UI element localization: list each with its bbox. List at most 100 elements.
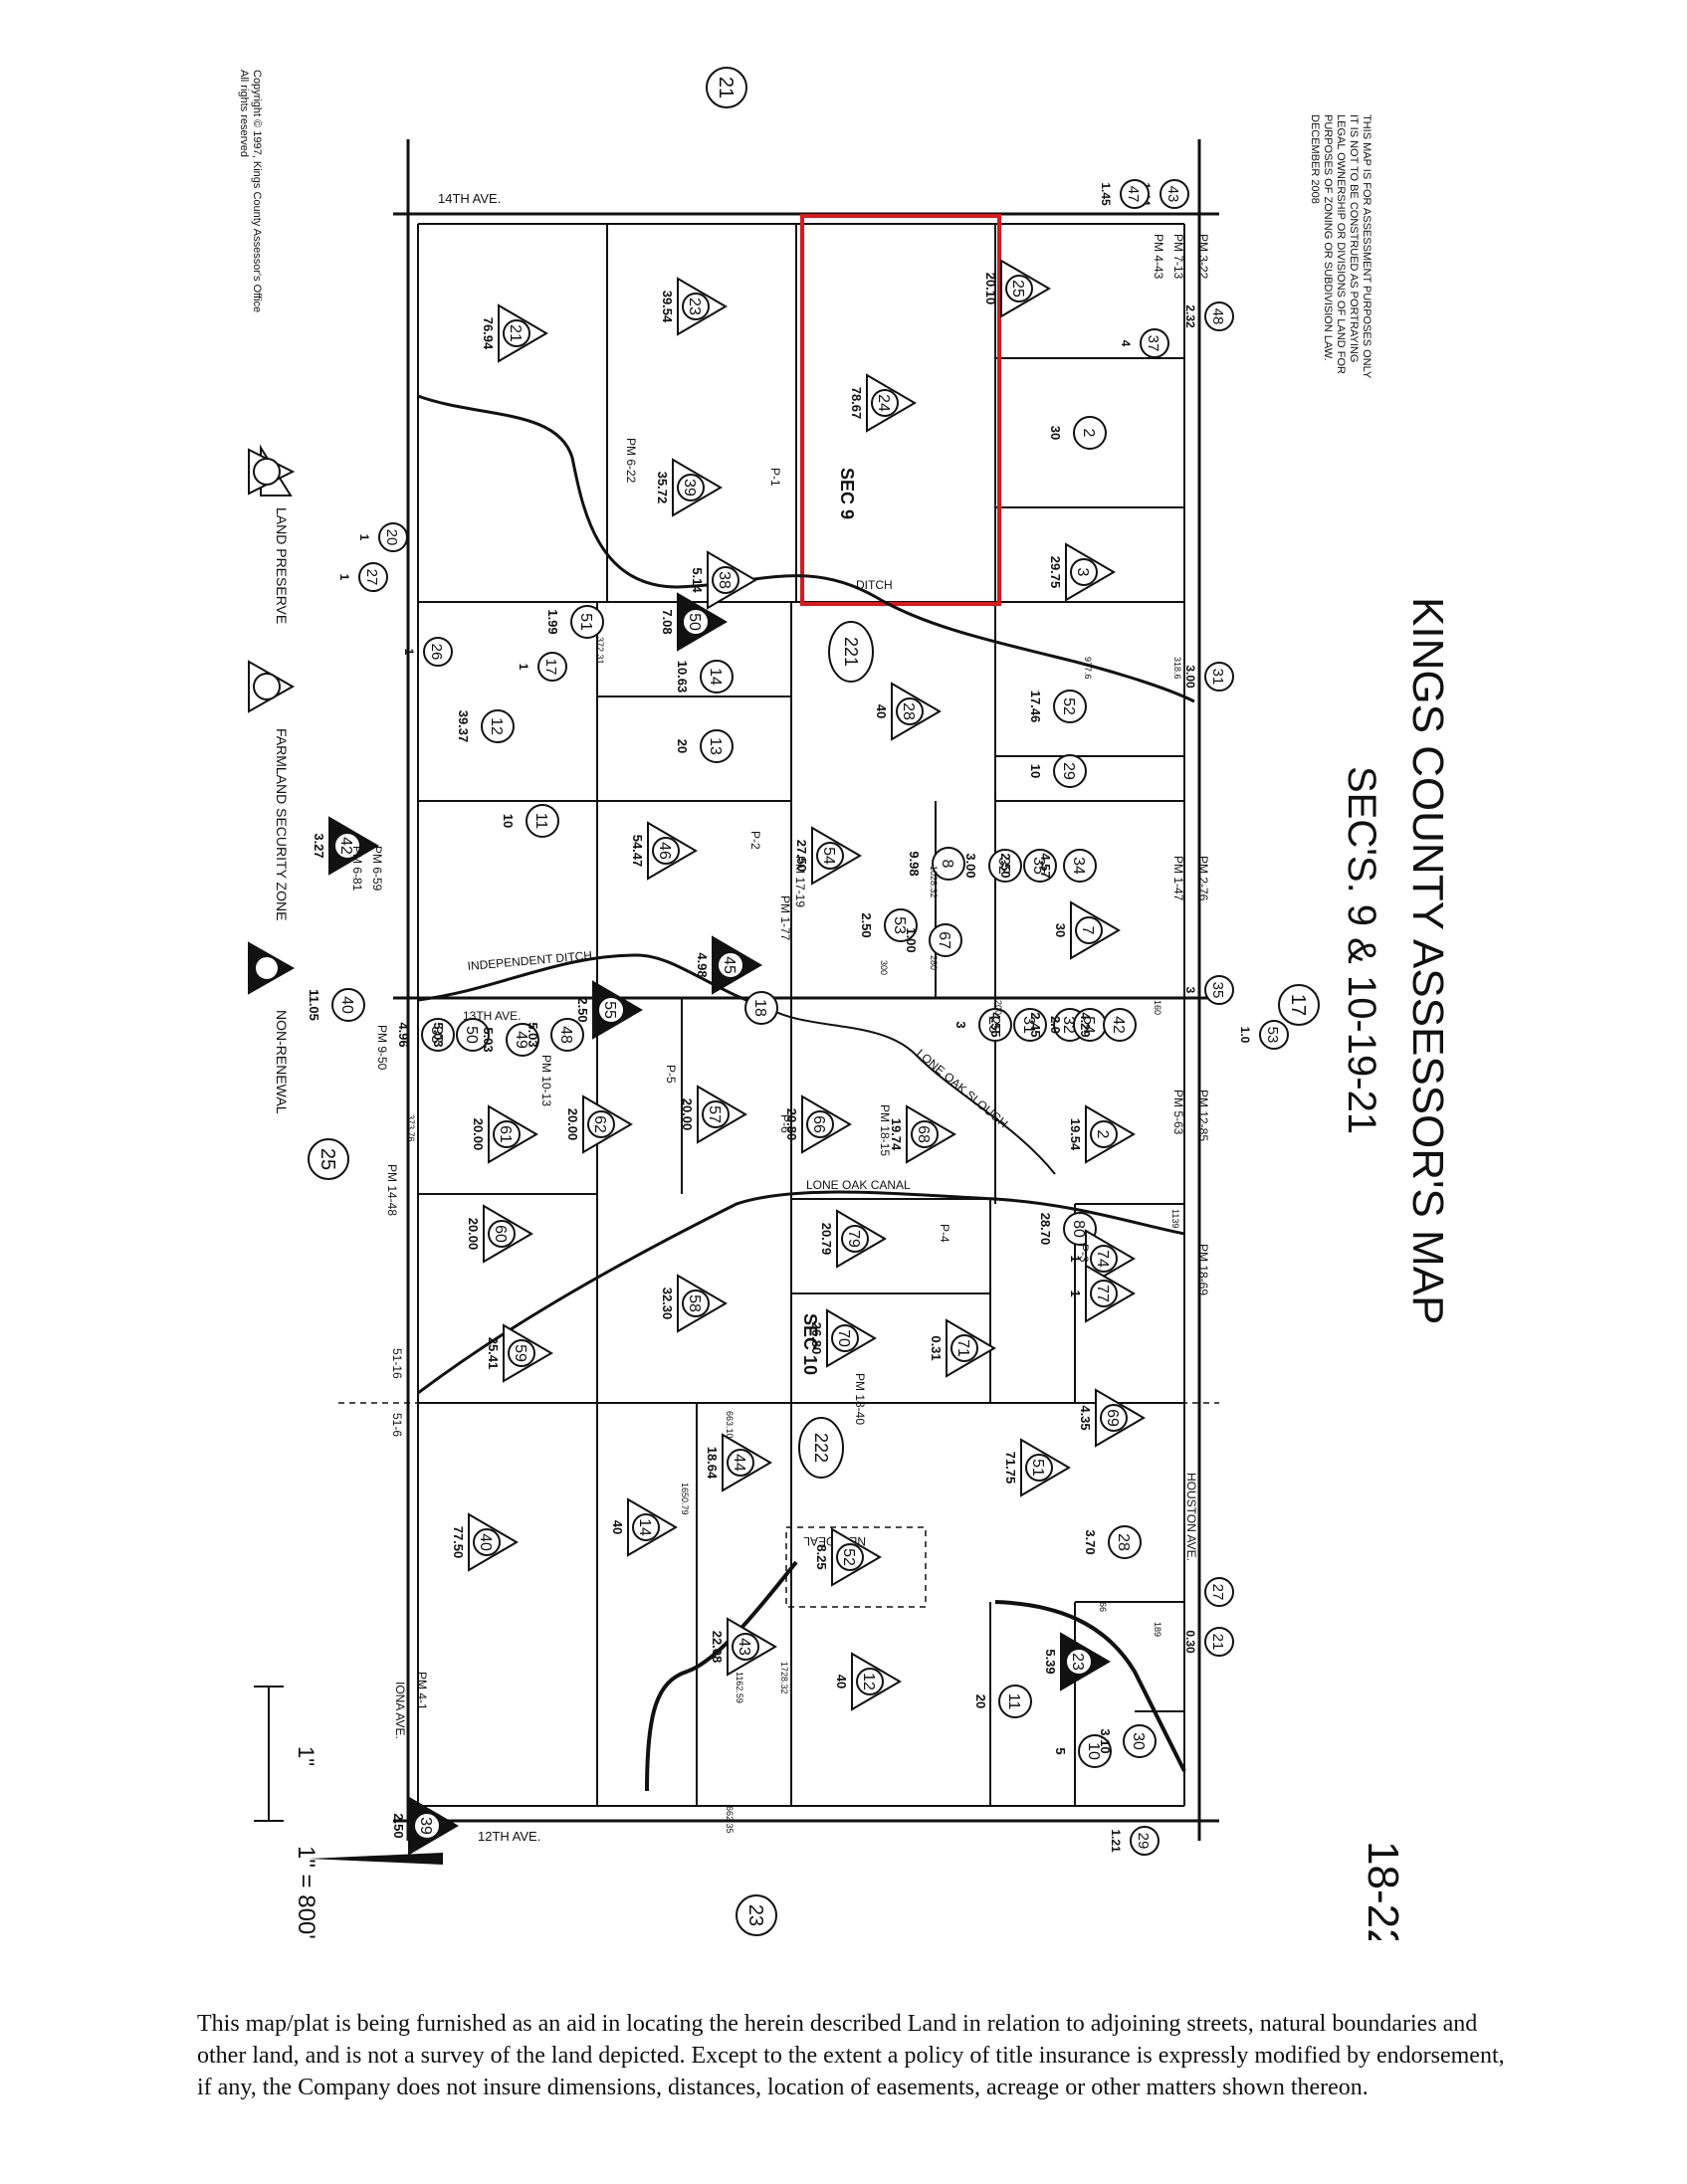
parcel-acreage: 3	[953, 1021, 968, 1028]
edge-parcel-marker: 210.30	[1183, 1627, 1234, 1657]
parcel-acreage: 8.25	[814, 1544, 829, 1569]
parcel-acreage: 71.75	[1003, 1452, 1018, 1485]
edge-parcel-marker: 261	[402, 637, 453, 667]
parcel-number: 14	[636, 1518, 653, 1536]
parcel-number: 8	[939, 860, 955, 869]
parcel-acreage: 3.10	[1098, 1728, 1113, 1753]
dimension-label: 280	[929, 955, 939, 970]
parcel-marker: 352.50	[998, 849, 1057, 883]
parcel-acreage: 10	[1028, 764, 1043, 778]
parcel-number: 25	[985, 1016, 1002, 1034]
parcel-marker: 694.35	[1078, 1388, 1146, 1448]
map-title: KINGS COUNTY ASSESSOR'S MAP	[1403, 597, 1452, 1324]
parcel-acreage: 1	[357, 534, 371, 541]
parcel-acreage: 20	[973, 1694, 988, 1708]
parcel-marker: 314.55	[988, 1008, 1047, 1042]
parcel-marker: 329.75	[1048, 542, 1116, 602]
parcel-marker: 454.98	[695, 935, 762, 995]
parcel-marker: 219.54	[1068, 1104, 1136, 1164]
dashed-lines	[338, 1402, 1219, 1608]
parcel-acreage: 1.21	[1109, 1829, 1123, 1853]
legend-non-renewal-label: NON-RENEWAL	[274, 1010, 290, 1114]
parcel-number: 28	[1115, 1533, 1132, 1551]
parcel-number: 35	[1030, 857, 1047, 875]
independent-ditch-label: INDEPENDENT DITCH	[467, 948, 593, 973]
parcel-number: 61	[497, 1125, 514, 1143]
edge-parcel-marker: 482.32	[1183, 301, 1234, 331]
parcel-acreage: 20.00	[680, 1098, 695, 1131]
parcel-acreage: 30	[1053, 923, 1068, 937]
dimension-label: 372.31	[595, 637, 605, 665]
parcel-marker: 495.03	[481, 1023, 539, 1057]
parcel-number: 37	[1145, 335, 1161, 352]
parcel-acreage: 4.29	[1078, 1012, 1093, 1037]
edge-parcel-marker: 353	[1183, 975, 1234, 1005]
parcel-number: 51	[577, 613, 594, 631]
parcel-acreage: 76.94	[481, 317, 496, 350]
parcel-acreage: 3.00	[1183, 665, 1197, 689]
edge-parcel-marker: 471.45	[1099, 179, 1150, 209]
parcel-marker: 21 76.94	[481, 303, 548, 363]
parcel-number: 23	[1069, 1653, 1086, 1671]
parcel-marker: 230	[1048, 416, 1107, 450]
zone-label: P-6	[778, 1114, 792, 1133]
dimension-label: 1028.32	[929, 866, 939, 898]
parcel-number: 74	[1094, 1250, 1111, 1268]
page-number: 18-22	[1359, 1841, 1407, 1940]
parcel-acreage: 1.00	[904, 927, 919, 952]
scale-inch-label: 1"	[294, 1746, 318, 1766]
parcel-acreage: 4.96	[396, 1022, 411, 1047]
parcel-number: 28	[900, 702, 917, 720]
parcel-number: 58	[686, 1294, 703, 1312]
parcel-marker: 423.27	[312, 816, 379, 876]
svg-text:23: 23	[744, 1904, 766, 1926]
parcel-number: 38	[716, 571, 733, 589]
parcel-acreage: 4.57	[1038, 853, 1053, 878]
parcel-number: 59	[512, 1344, 528, 1362]
parcel-acreage: 20.00	[466, 1218, 481, 1251]
parcel-number: 21	[507, 324, 524, 342]
parcel-acreage: 39.37	[456, 710, 471, 743]
parcel-number: 50	[463, 1026, 480, 1044]
parcel-number: 27	[363, 569, 380, 586]
adjoining-circle-17: 17	[1278, 984, 1320, 1026]
parcel-marker: 424.29	[1078, 1008, 1137, 1042]
parcel-acreage: 4.35	[1078, 1405, 1093, 1430]
parcel-number: 10	[1085, 1742, 1102, 1760]
copyright: Copyright © 1997, Kings County Assessor'…	[251, 70, 263, 312]
parcel-number: 17	[542, 659, 559, 676]
dimension-label: 1139	[1170, 1209, 1180, 1228]
legend-non-renewal-icon	[248, 941, 296, 995]
parcel-acreage: 7.08	[660, 609, 675, 634]
parcel-number: 54	[1080, 1016, 1097, 1034]
parcel-acreage: 78.67	[849, 387, 864, 420]
parcel-marker: 29 10	[1028, 754, 1087, 788]
parcel-number: 32	[995, 857, 1012, 875]
parcel-number: 80	[1070, 1220, 1087, 1238]
subject-parcel-highlight	[800, 214, 1001, 606]
zone-label: P-5	[664, 1065, 678, 1084]
parcel-number: 42	[1110, 1016, 1127, 1034]
dimension-label: 1650.79	[680, 1483, 690, 1515]
parcel-number: 51	[1029, 1459, 1046, 1477]
parcel-number: 53	[891, 916, 908, 934]
parcel-marker: 485.03	[526, 1018, 584, 1052]
parcel-acreage: 19.74	[889, 1118, 904, 1151]
parcel-number: 29	[1060, 762, 1077, 780]
notice-line: IT IS NOT TO BE CONSTRUED AS PORTRAYING	[1348, 114, 1360, 362]
book-222: 222	[798, 1417, 844, 1479]
dimension-label: 189	[1153, 1622, 1162, 1637]
